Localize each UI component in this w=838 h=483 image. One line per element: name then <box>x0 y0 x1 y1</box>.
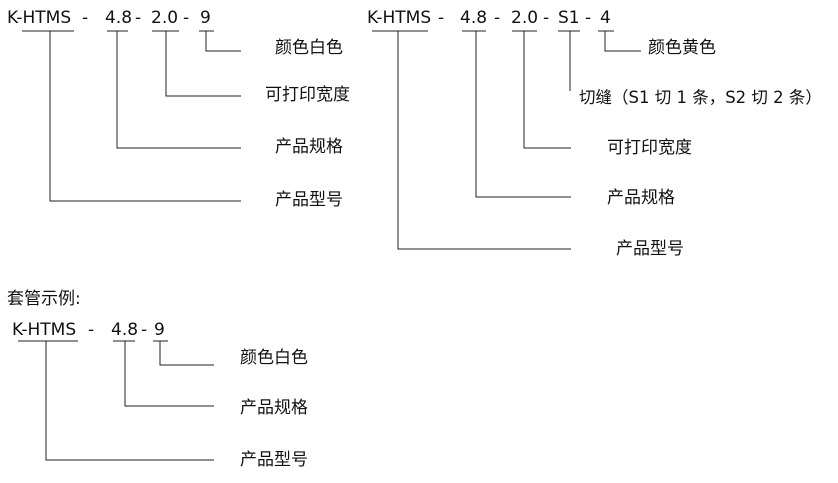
d3-label-color: 颜色白色 <box>240 348 308 368</box>
d2-label-color: 颜色黄色 <box>648 38 716 58</box>
d1-label-spec: 产品规格 <box>275 137 343 157</box>
d2-label-width: 可打印宽度 <box>607 138 692 158</box>
d2-code-model: K-HTMS <box>367 8 432 28</box>
d2-code-color: 4 <box>600 8 611 28</box>
d1-code-color: 9 <box>200 8 211 28</box>
connector-d2-model <box>397 31 571 250</box>
d1-code-model: K-HTMS <box>7 8 72 28</box>
d1-label-model: 产品型号 <box>275 190 343 210</box>
d1-code-sep: - <box>135 8 142 28</box>
d3-code-model: K-HTMS <box>12 320 77 340</box>
connector-d1-model <box>49 31 241 202</box>
connector-d1-color <box>205 31 241 52</box>
d2-label-spec: 产品规格 <box>607 188 675 208</box>
connector-d2-spec <box>475 31 571 198</box>
connector-d2-width <box>523 31 571 149</box>
d3-code-spec: 4.8 <box>111 320 139 340</box>
d2-code-width: 2.0 <box>511 8 539 28</box>
connector-d1-spec <box>116 31 241 149</box>
d1-code-spec: 4.8 <box>105 8 133 28</box>
d2-code-spec: 4.8 <box>460 8 488 28</box>
d1-code-width: 2.0 <box>151 8 179 28</box>
d2-code-sep: - <box>494 8 501 28</box>
d3-code-color: 9 <box>154 320 165 340</box>
d2-code-sep: - <box>585 8 592 28</box>
d3-label-spec: 产品规格 <box>240 398 308 418</box>
connector-d3-spec <box>124 341 214 407</box>
d2-code-sep: - <box>543 8 550 28</box>
d1-label-color: 颜色白色 <box>275 38 343 58</box>
d3-label-model: 产品型号 <box>240 450 308 470</box>
d1-code-sep: - <box>82 8 89 28</box>
sleeve-example-title: 套管示例: <box>7 289 81 309</box>
d3-code-sep: - <box>141 320 148 340</box>
connector-d3-model <box>45 341 214 461</box>
connector-d3-color <box>159 341 214 366</box>
d2-code-slit: S1 <box>558 8 580 28</box>
connector-d1-width <box>165 31 241 97</box>
d1-label-width: 可打印宽度 <box>265 85 350 105</box>
d2-label-slit: 切缝（S1 切 1 条，S2 切 2 条） <box>579 88 822 107</box>
d2-label-model: 产品型号 <box>616 239 684 259</box>
d3-code-sep: - <box>88 320 95 340</box>
d1-code-sep: - <box>183 8 190 28</box>
d2-code-sep: - <box>438 8 445 28</box>
connector-d2-color <box>604 31 641 52</box>
